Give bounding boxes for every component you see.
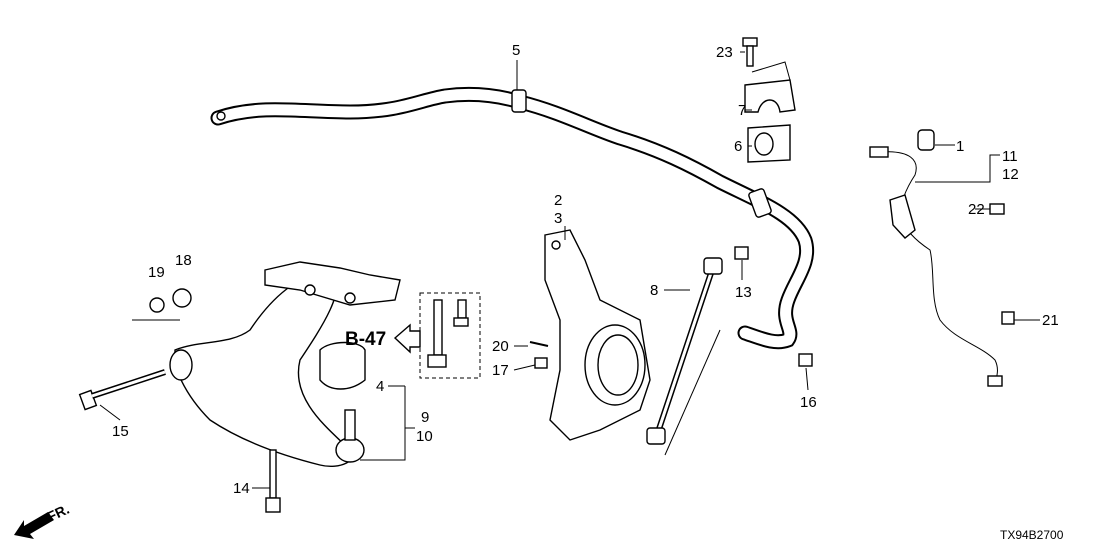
bolt-21 <box>1001 311 1015 325</box>
nut-17 <box>534 357 548 369</box>
steering-knuckle[interactable] <box>544 229 651 441</box>
diagram-stroke <box>264 261 401 306</box>
bolt-23[interactable] <box>742 37 758 67</box>
diagram-stroke <box>889 194 916 239</box>
diagram-stroke <box>551 240 561 250</box>
boot <box>319 341 366 390</box>
callout-1: 1 <box>956 138 964 155</box>
callout-19: 19 <box>148 264 165 281</box>
bushing-holder[interactable] <box>744 79 796 163</box>
diagram-stroke <box>344 409 356 441</box>
diagram-stroke <box>174 273 354 467</box>
ball-joint <box>335 437 365 463</box>
diagram-stroke <box>597 334 639 396</box>
diagram-stroke <box>360 386 415 461</box>
nut-16 <box>798 353 813 367</box>
diagram-stroke <box>646 427 666 445</box>
bolt-15[interactable] <box>78 369 166 411</box>
diagram-stroke <box>915 144 1000 183</box>
diagram-stroke <box>269 449 277 499</box>
diagram-stroke <box>216 111 226 121</box>
leader-lines <box>99 51 1040 489</box>
washer-19 <box>149 297 165 313</box>
nut-18 <box>172 288 192 308</box>
diagram-stroke <box>703 257 723 275</box>
diagram-stroke <box>805 367 809 391</box>
diagram-stroke <box>746 45 754 67</box>
nut-13 <box>734 246 749 260</box>
diagram-stroke <box>91 370 166 398</box>
diagram-stroke <box>744 79 796 113</box>
diagram-stroke <box>265 497 281 513</box>
diagram-stroke <box>654 269 714 439</box>
bolt-22 <box>989 203 1005 215</box>
diagram-stroke <box>169 349 193 381</box>
diagram-stroke <box>879 151 998 386</box>
callout-9: 9 <box>421 409 429 426</box>
callout-11: 11 <box>1002 148 1018 165</box>
diagram-stroke <box>742 37 758 47</box>
diagram-code: TX94B2700 <box>1000 528 1064 542</box>
stabilizer-bar[interactable] <box>210 86 814 350</box>
callout-13: 13 <box>735 284 752 301</box>
diagram-stroke <box>664 329 721 456</box>
short-bolt <box>457 299 467 319</box>
diagram-stroke <box>513 364 536 371</box>
callout-14: 14 <box>233 480 250 497</box>
lower-control-arm[interactable] <box>169 261 401 467</box>
callout-7: 7 <box>738 102 746 119</box>
front-arrow-icon <box>14 512 54 539</box>
callout-6: 6 <box>734 138 742 155</box>
diagram-stroke <box>427 354 447 368</box>
callout-5: 5 <box>512 42 520 59</box>
callout-10: 10 <box>416 428 433 445</box>
diagram-stroke <box>869 146 889 158</box>
callout-21: 21 <box>1042 312 1059 329</box>
diagram-stroke <box>99 404 121 421</box>
callout-20: 20 <box>492 338 509 355</box>
reference-b47[interactable]: B-47 <box>345 329 386 350</box>
pin-20 <box>529 341 549 347</box>
front-label: FR. <box>45 501 72 525</box>
diagram-stroke <box>344 292 356 304</box>
callout-15: 15 <box>112 423 129 440</box>
diagram-stroke <box>987 375 1003 387</box>
callout-labels: 5 23 7 6 1 11 12 2 3 22 19 18 8 13 21 20… <box>112 42 1059 497</box>
callout-12: 12 <box>1002 166 1019 183</box>
diagram-stroke <box>745 61 791 111</box>
bar-bushing-5 <box>511 89 527 113</box>
callout-22: 22 <box>968 201 985 218</box>
callout-8: 8 <box>650 282 658 299</box>
diagram-stroke <box>917 129 935 151</box>
callout-18: 18 <box>175 252 192 269</box>
diagram-stroke <box>212 88 812 348</box>
callout-2: 2 <box>554 192 562 209</box>
wheel-speed-sensor[interactable] <box>869 129 1015 387</box>
diagram-stroke <box>748 188 772 218</box>
callout-17: 17 <box>492 362 509 379</box>
callout-16: 16 <box>800 394 817 411</box>
long-bolt <box>433 299 443 356</box>
callout-23: 23 <box>716 44 733 61</box>
callout-3: 3 <box>554 210 562 227</box>
diagram-stroke <box>132 289 690 321</box>
diagram-stroke <box>304 284 316 296</box>
callout-4: 4 <box>376 378 384 395</box>
stabilizer-link[interactable] <box>646 257 723 445</box>
bolt-14[interactable] <box>265 449 281 513</box>
front-direction-indicator: FR. <box>14 501 72 539</box>
diagram-stroke <box>453 317 469 327</box>
reference-arrow-icon <box>393 323 421 354</box>
diagram-stroke <box>754 132 774 156</box>
